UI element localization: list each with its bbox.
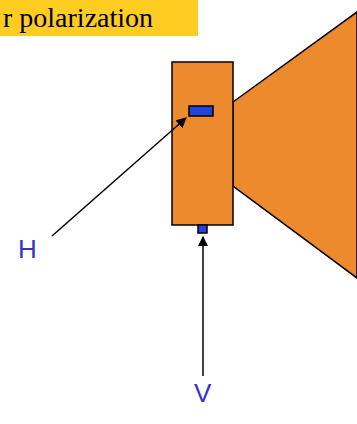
h-probe [189,106,213,116]
horn-flare [233,12,357,278]
callout-label: V [194,380,211,406]
title-banner: r polarization [0,0,198,36]
callout-label: H [18,236,37,262]
v-probe [198,225,207,233]
title-text: r polarization [0,0,198,36]
h-leader-line [52,118,186,236]
v-leader-line [202,237,204,376]
feed-box [172,62,233,225]
